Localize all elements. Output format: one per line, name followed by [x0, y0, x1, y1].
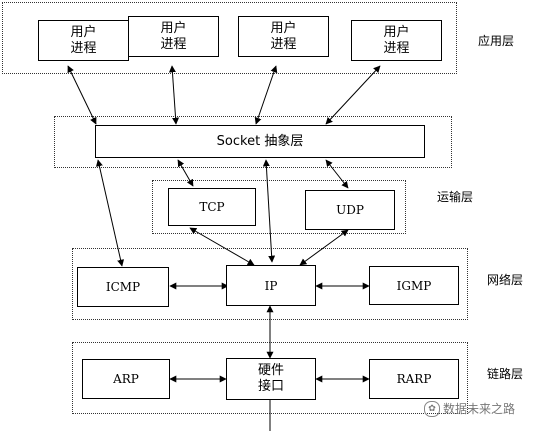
arrow-socket-tcp — [177, 159, 194, 187]
user-process-4: 用户 进程 — [351, 20, 442, 61]
arrow-socket-icmp — [95, 159, 125, 267]
udp-box: UDP — [305, 190, 395, 230]
user-process-3-label: 用户 进程 — [270, 20, 297, 52]
arrow-socket-udp — [325, 159, 349, 189]
arrow-udp-ip — [299, 229, 349, 266]
arrow-process3-socket — [254, 65, 278, 125]
watermark: ✿ 数据未来之路 — [424, 400, 515, 417]
network-layer-label: 网络层 — [487, 273, 524, 287]
tcp-box: TCP — [168, 188, 256, 226]
user-process-2: 用户 进程 — [128, 16, 219, 57]
application-layer-label: 应用层 — [478, 34, 515, 48]
user-process-4-label: 用户 进程 — [383, 24, 410, 56]
watermark-text: 数据未来之路 — [443, 402, 516, 416]
icmp-box: ICMP — [77, 267, 169, 307]
hardware-interface-box: 硬件 接口 — [226, 358, 316, 400]
ip-box: IP — [226, 265, 316, 306]
application-layer-region — [2, 2, 457, 74]
socket-layer-label: Socket 抽象层 — [216, 133, 304, 149]
igmp-box: IGMP — [369, 266, 459, 305]
igmp-label: IGMP — [396, 278, 432, 293]
ip-label: IP — [264, 278, 278, 293]
user-process-1-label: 用户 进程 — [70, 24, 97, 56]
socket-layer-box: Socket 抽象层 — [95, 125, 425, 158]
link-layer-label: 链路层 — [487, 367, 524, 381]
icmp-label: ICMP — [105, 280, 141, 294]
arp-box: ARP — [82, 359, 170, 399]
user-process-1: 用户 进程 — [38, 20, 129, 61]
rarp-box: RARP — [369, 359, 459, 399]
transport-layer-region — [152, 180, 406, 234]
tcp-label: TCP — [199, 200, 225, 214]
wechat-icon: ✿ — [424, 400, 440, 417]
user-process-2-label: 用户 进程 — [160, 20, 187, 52]
rarp-label: RARP — [396, 372, 432, 386]
arrow-process4-socket — [325, 65, 381, 125]
arrow-socket-ip — [262, 159, 276, 263]
arp-label: ARP — [113, 372, 139, 386]
arrow-process1-socket — [67, 65, 97, 125]
arrow-tcp-ip — [189, 227, 255, 266]
user-process-3: 用户 进程 — [238, 16, 329, 57]
transport-layer-label: 运输层 — [437, 190, 474, 204]
udp-label: UDP — [336, 203, 364, 217]
arrow-process2-socket — [168, 65, 180, 125]
socket-layer-region — [54, 116, 452, 168]
hardware-interface-label: 硬件 接口 — [257, 363, 284, 394]
